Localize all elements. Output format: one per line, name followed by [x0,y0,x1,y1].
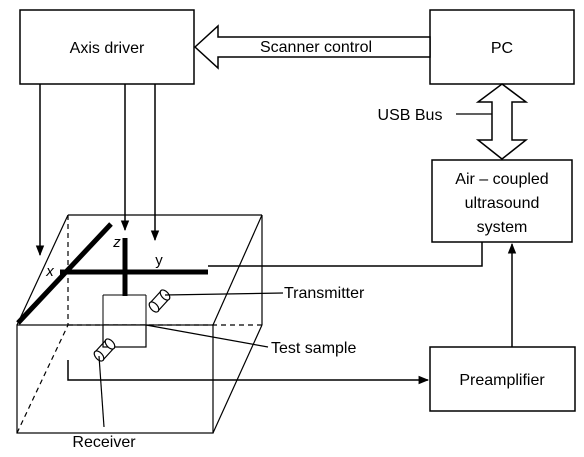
scanning-tank [16,214,263,434]
y-axis-label: y [155,252,163,269]
transmitter-cable [208,242,483,267]
axis-driver-label: Axis driver [70,40,145,57]
transmitter-label: Transmitter [284,285,365,302]
receiver-label: Receiver [72,434,136,451]
transmitter: Transmitter [148,285,365,313]
scanner-rails [16,222,208,325]
pc-block: PC [429,9,575,85]
x-axis-label: x [45,263,54,280]
test-sample-label: Test sample [271,340,356,357]
axis-driver-block: Axis driver [19,9,195,85]
usb-bus-arrow: USB Bus [378,83,529,160]
receiver: Receiver [72,338,136,451]
signal-connections [67,242,517,385]
pc-label: PC [491,40,513,57]
receiver-to-preamp-arrow [67,360,430,385]
test-sample: Test sample [102,294,356,357]
air-coupled-label-line2: ultrasound [465,195,540,212]
air-coupled-label-line1: Air – coupled [455,171,548,188]
usb-bus-label: USB Bus [378,107,443,124]
preamplifier-block: Preamplifier [429,346,576,412]
test-sample-leader [145,324,269,348]
receiver-leader [98,355,105,428]
air-coupled-ultrasound-system-block: Air – coupled ultrasound system [431,159,573,243]
axis-drive-lines [35,84,160,257]
z-axis-label: z [112,234,121,251]
scanner-control-arrow: Scanner control [193,24,431,70]
air-coupled-label-line3: system [477,219,528,236]
transmitter-leader [164,292,284,296]
preamplifier-label: Preamplifier [459,372,545,389]
scanner-control-label: Scanner control [260,39,372,56]
